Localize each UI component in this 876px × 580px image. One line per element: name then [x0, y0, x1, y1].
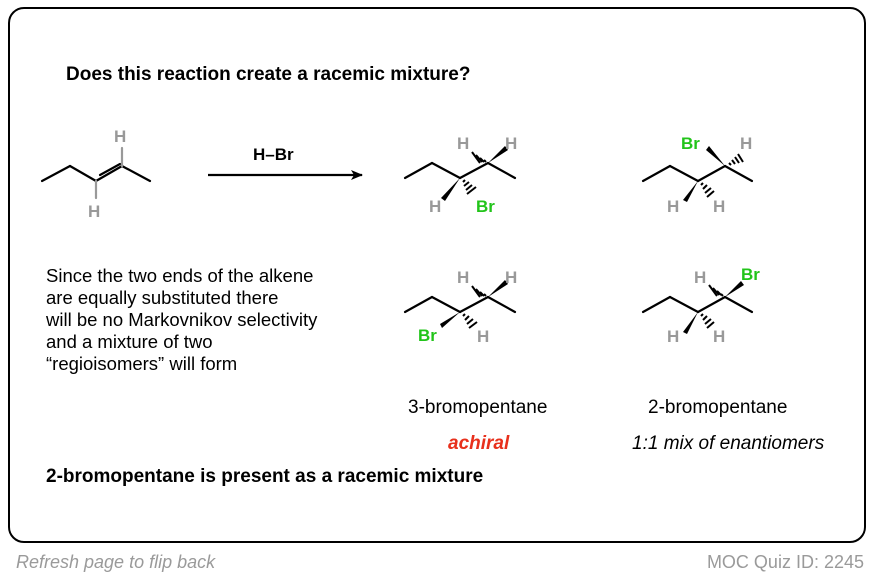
atom-br: Br [476, 197, 495, 216]
hash-bond [462, 179, 477, 195]
atom-h: H [694, 268, 706, 287]
atom-h: H [740, 134, 752, 153]
atom-br: Br [418, 326, 437, 345]
hash-bond [462, 313, 478, 329]
wedge-bond [488, 280, 508, 297]
enantiomer-label: 1:1 mix of enantiomers [632, 433, 825, 454]
product-2-bromo-bottom [641, 295, 754, 314]
explanation-line: and a mixture of two [46, 331, 213, 352]
refresh-hint[interactable]: Refresh page to flip back [16, 552, 216, 572]
wedge-bond [683, 181, 698, 202]
atom-h: H [477, 327, 489, 346]
atom-h: H [505, 268, 517, 287]
hash-bond [471, 285, 487, 298]
hash-bond [700, 182, 715, 198]
atom-h: H [505, 134, 517, 153]
reagent-label: H–Br [253, 145, 294, 164]
atom-br: Br [681, 134, 700, 153]
atom-br: Br [741, 265, 760, 284]
explanation-line: “regioisomers” will form [46, 353, 238, 374]
alkene-h-bottom: H [88, 202, 100, 221]
product-3-bromo-top [403, 161, 517, 180]
hash-bond [708, 284, 724, 297]
explanation-line: will be no Markovnikov selectivity [46, 309, 318, 330]
atom-h: H [667, 197, 679, 216]
alkene-h-top: H [114, 127, 126, 146]
explanation-line: are equally substituted there [46, 287, 279, 308]
atom-h: H [457, 268, 469, 287]
hash-bond [471, 151, 487, 164]
product-2-bromo-top [641, 164, 754, 183]
quiz-id: MOC Quiz ID: 2245 [706, 552, 864, 572]
product-name-3-bromopentane: 3-bromopentane [408, 397, 548, 418]
atom-h: H [713, 327, 725, 346]
hash-bond [700, 313, 715, 329]
atom-h: H [429, 197, 441, 216]
quiz-card [8, 7, 866, 543]
alkene-structure [40, 146, 152, 200]
wedge-bond [440, 312, 460, 328]
wedge-bond [441, 178, 460, 201]
question-heading: Does this reaction create a racemic mixt… [66, 64, 471, 85]
product-name-2-bromopentane: 2-bromopentane [648, 397, 788, 418]
wedge-bond [706, 146, 725, 166]
wedge-bond [725, 281, 744, 297]
atom-h: H [667, 327, 679, 346]
wedge-bond [488, 146, 508, 163]
product-3-bromo-bottom [403, 295, 517, 314]
hash-bond [728, 153, 744, 166]
achiral-label: achiral [448, 433, 510, 454]
wedge-bond [683, 312, 698, 334]
conclusion-text: 2-bromopentane is present as a racemic m… [46, 466, 484, 487]
explanation-text: Since the two ends of the alkene are equ… [46, 265, 317, 375]
atom-h: H [713, 197, 725, 216]
explanation-line: Since the two ends of the alkene [46, 265, 314, 286]
atom-h: H [457, 134, 469, 153]
